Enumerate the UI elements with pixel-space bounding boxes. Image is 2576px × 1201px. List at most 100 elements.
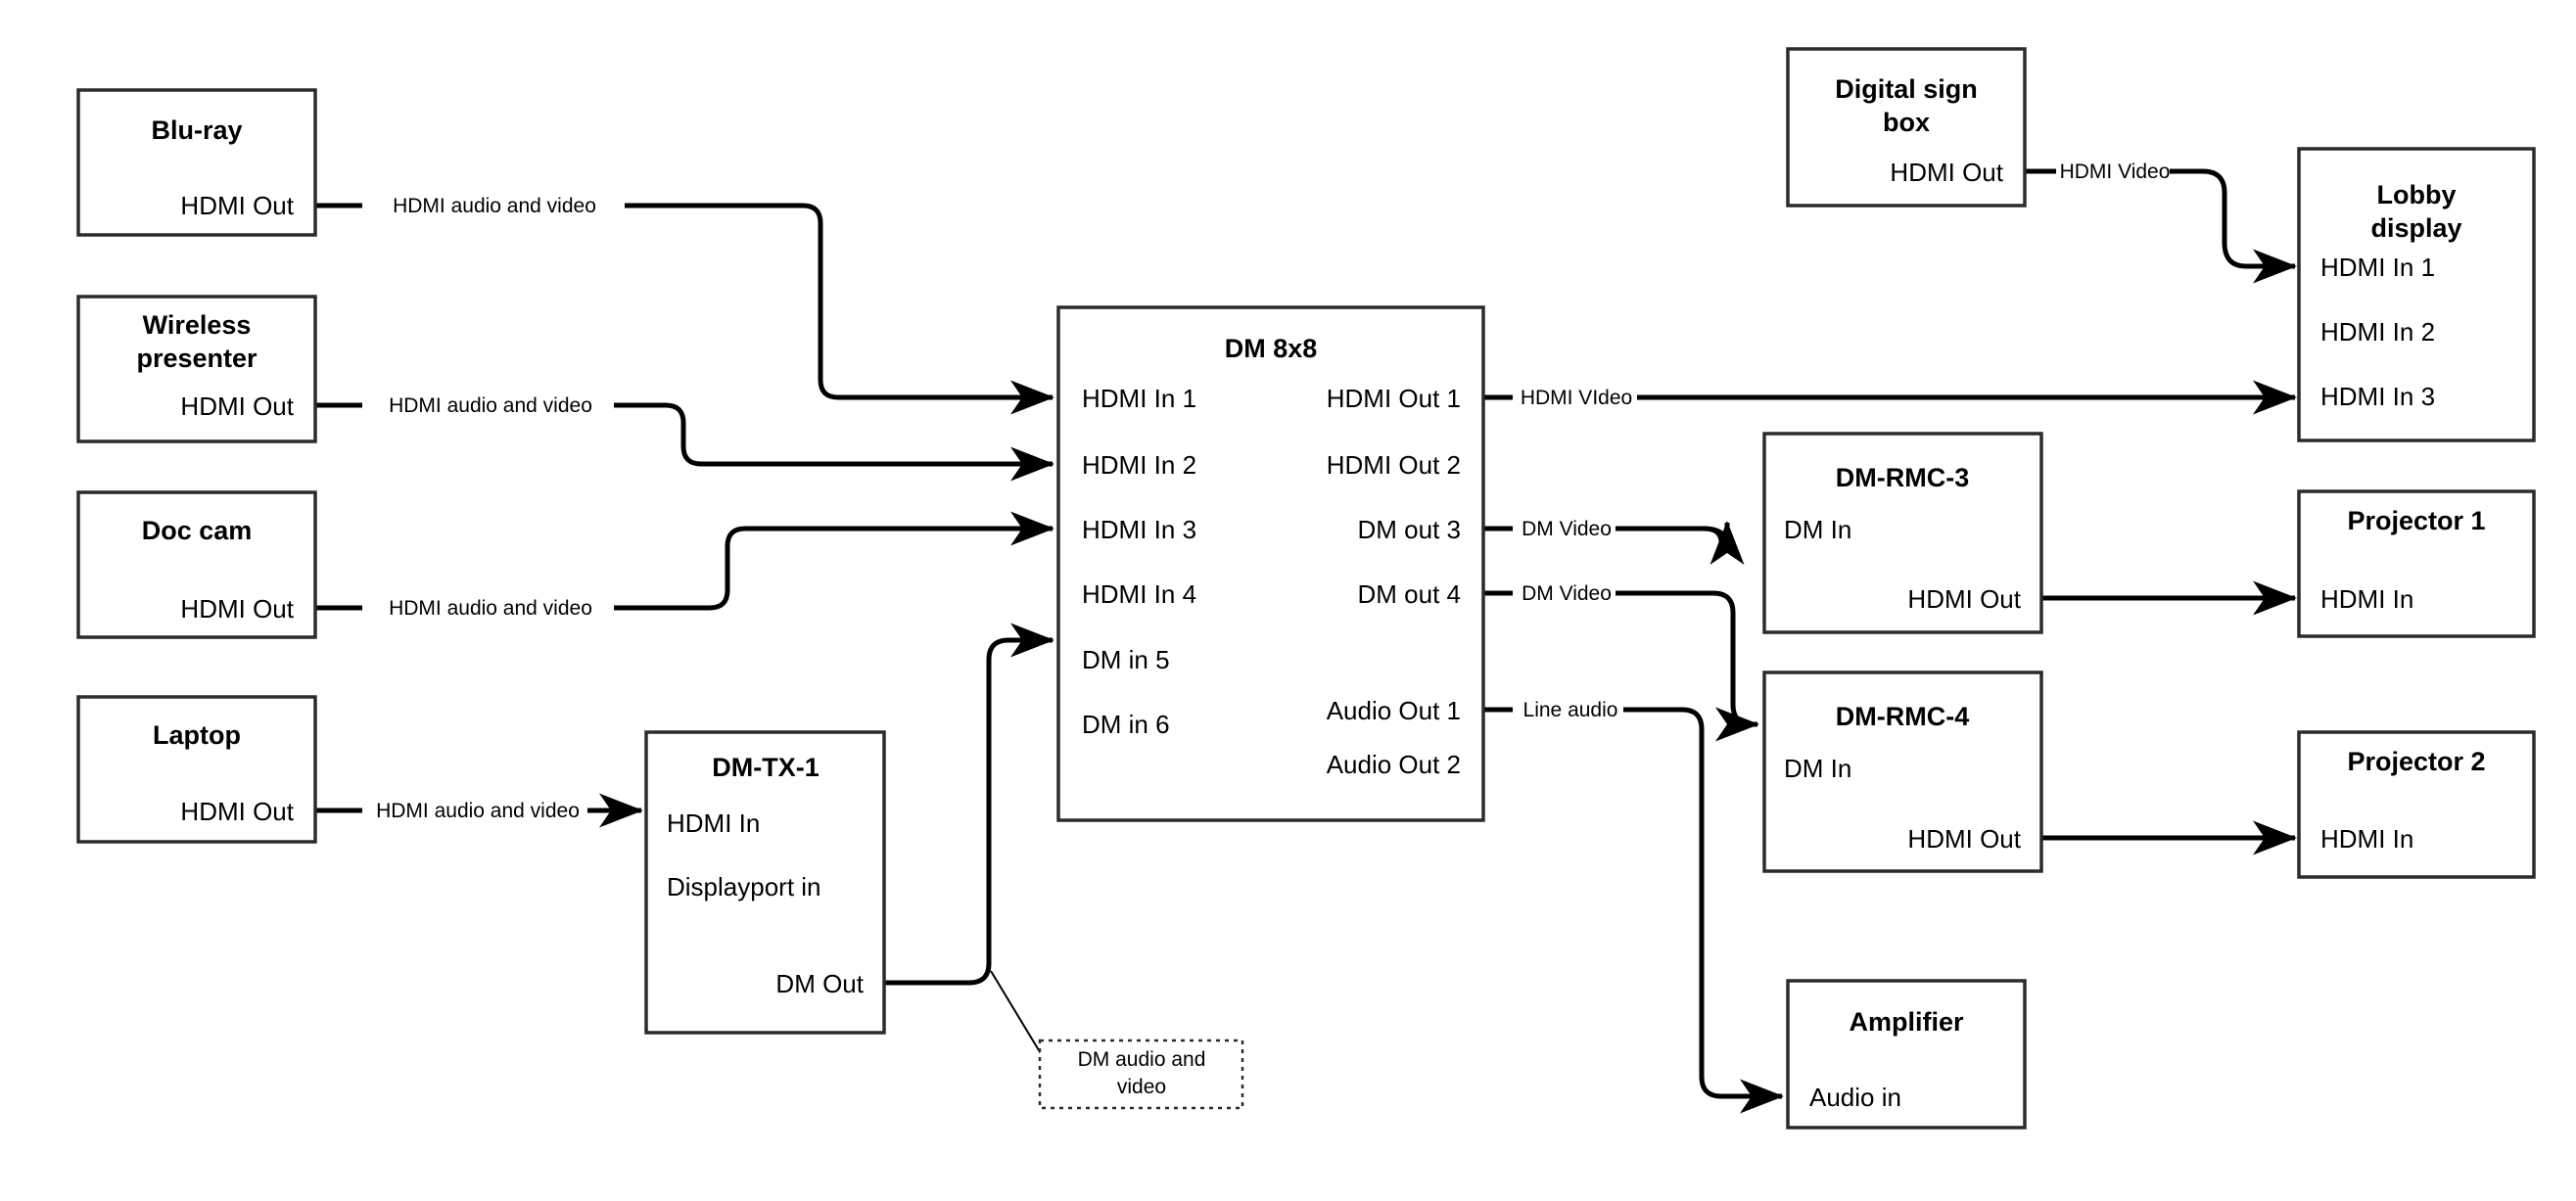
port-dm-rmc-3-hdmi-out: HDMI Out [1907,584,2021,614]
node-digital-sign-box[interactable]: Digital sign box HDMI Out [1786,47,2027,208]
port-dm-8x8-dm-out-4: DM out 4 [1358,579,1462,609]
node-dm-rmc-3[interactable]: DM-RMC-3 DM In HDMI Out [1762,432,2043,634]
node-dm-8x8[interactable]: DM 8x8 HDMI In 1 HDMI In 2 HDMI In 3 HDM… [1056,305,1485,822]
node-digital-sign-box-title-line2: box [1883,108,1930,137]
node-amplifier-box[interactable] [1786,979,2027,1130]
port-dm-8x8-dm-in-6: DM in 6 [1082,710,1170,739]
edge-label-blu-ray: HDMI audio and video [370,189,619,218]
node-projector-2-box[interactable] [2297,730,2536,879]
edge-label-dm-video-4: DM Video [1518,577,1616,606]
port-projector-1-hdmi-in: HDMI In [2320,584,2413,614]
edge-label-hdmi-video-sign: HDMI Video [2060,155,2171,184]
port-laptop-hdmi-out: HDMI Out [180,797,294,826]
node-doc-cam-box[interactable] [76,490,317,639]
node-lobby-display-title-line1: Lobby [2377,180,2457,209]
edge-dm8x8-audioout1-to-amp [1480,707,1784,1114]
node-dm-rmc-4-box[interactable] [1762,670,2043,873]
node-wireless-presenter-title-line1: Wireless [143,310,252,340]
note-dm-audio-and-video-box [1038,1039,1244,1110]
node-blu-ray-title: Blu-ray [151,115,242,145]
port-digital-sign-box-hdmi-out: HDMI Out [1890,158,2003,187]
port-amplifier-audio-in: Audio in [1809,1083,1901,1112]
edge-label-wireless: HDMI audio and video [370,389,611,418]
edge-label-line-audio: Line audio [1518,693,1623,722]
note-dm-audio-and-video: DM audio and video [1038,1039,1244,1110]
node-lobby-display-title-line2: display [2370,213,2461,243]
node-laptop[interactable]: Laptop HDMI Out [76,695,317,844]
port-dm-8x8-hdmi-in-2: HDMI In 2 [1082,450,1196,480]
node-projector-2-title: Projector 2 [2347,747,2485,776]
port-blu-ray-hdmi-out: HDMI Out [180,191,294,220]
edge-label-blu-ray-text: HDMI audio and video [393,195,596,217]
port-dm-8x8-hdmi-in-1: HDMI In 1 [1082,384,1196,413]
edge-label-hdmi-video-out1-text: HDMI VIdeo [1521,387,1632,409]
edge-label-dm-video-4-text: DM Video [1522,582,1612,605]
node-doc-cam-title: Doc cam [142,516,253,545]
edge-blu-ray-to-dm8x8 [315,203,1054,415]
port-dm-8x8-audio-out-1: Audio Out 1 [1327,696,1461,725]
note-dm-audio-and-video-line2: video [1117,1076,1166,1098]
edge-doccam-to-dm8x8 [315,511,1054,611]
node-projector-1[interactable]: Projector 1 HDMI In [2297,489,2536,638]
port-dm-rmc-3-dm-in: DM In [1784,515,1851,544]
node-lobby-display[interactable]: Lobby display HDMI In 1 HDMI In 2 HDMI I… [2297,147,2536,442]
port-lobby-display-hdmi-in-1: HDMI In 1 [2320,253,2435,282]
port-dm-tx-1-dm-out: DM Out [775,969,864,998]
edge-label-line-audio-text: Line audio [1523,699,1618,721]
node-dm-rmc-4-title: DM-RMC-4 [1836,702,1969,731]
edge-label-wireless-text: HDMI audio and video [389,394,592,417]
edge-dm8x8-dmout4-to-rmc4 [1480,590,1759,742]
port-dm-8x8-hdmi-in-4: HDMI In 4 [1082,579,1196,609]
port-dm-tx-1-displayport-in: Displayport in [667,872,821,901]
node-dm-rmc-3-title: DM-RMC-3 [1836,463,1969,492]
edge-dm8x8-dmout3-to-rmc3 [1480,521,1745,566]
node-projector-1-box[interactable] [2297,489,2536,638]
edge-wireless-to-dm8x8 [315,402,1054,482]
node-dm-tx-1-box[interactable] [644,730,886,1035]
node-wireless-presenter-box[interactable] [76,295,317,443]
port-wireless-presenter-hdmi-out: HDMI Out [180,392,294,421]
port-lobby-display-hdmi-in-2: HDMI In 2 [2320,317,2435,346]
node-wireless-presenter-title-line2: presenter [136,344,258,373]
port-projector-2-hdmi-in: HDMI In [2320,824,2413,854]
edge-label-laptop: HDMI audio and video [370,794,585,823]
node-dm-tx-1[interactable]: DM-TX-1 HDMI In Displayport in DM Out [644,730,886,1035]
node-blu-ray[interactable]: Blu-ray HDMI Out [76,88,317,237]
port-dm-rmc-4-hdmi-out: HDMI Out [1907,824,2021,854]
edge-label-doccam: HDMI audio and video [370,591,611,621]
port-doc-cam-hdmi-out: HDMI Out [180,594,294,624]
port-dm-8x8-dm-out-3: DM out 3 [1358,515,1462,544]
node-dm-8x8-box[interactable] [1056,305,1485,822]
port-dm-rmc-4-dm-in: DM In [1784,754,1851,783]
edge-signbox-to-lobby [2025,168,2297,284]
edge-label-hdmi-video-out1: HDMI VIdeo [1518,381,1635,410]
node-laptop-title: Laptop [153,720,241,750]
node-blu-ray-box[interactable] [76,88,317,237]
port-dm-tx-1-hdmi-in: HDMI In [667,808,760,838]
node-amplifier-title: Amplifier [1849,1007,1964,1037]
node-dm-rmc-3-box[interactable] [1762,432,2043,634]
node-doc-cam[interactable]: Doc cam HDMI Out [76,490,317,639]
port-dm-8x8-hdmi-in-3: HDMI In 3 [1082,515,1196,544]
node-digital-sign-box-box[interactable] [1786,47,2027,208]
node-wireless-presenter[interactable]: Wireless presenter HDMI Out [76,295,317,443]
node-lobby-display-box[interactable] [2297,147,2536,442]
note-dm-audio-and-video-line1: DM audio and [1078,1048,1206,1071]
node-projector-2[interactable]: Projector 2 HDMI In [2297,730,2536,879]
edge-label-laptop-text: HDMI audio and video [376,800,580,822]
node-dm-8x8-title: DM 8x8 [1225,334,1318,363]
node-amplifier[interactable]: Amplifier Audio in [1786,979,2027,1130]
port-dm-8x8-hdmi-out-2: HDMI Out 2 [1327,450,1461,480]
edge-label-hdmi-video-sign-text: HDMI Video [2060,161,2171,183]
port-dm-8x8-dm-in-5: DM in 5 [1082,645,1170,674]
edge-label-doccam-text: HDMI audio and video [389,597,592,620]
node-laptop-box[interactable] [76,695,317,844]
port-lobby-display-hdmi-in-3: HDMI In 3 [2320,382,2435,411]
port-dm-8x8-hdmi-out-1: HDMI Out 1 [1327,384,1461,413]
port-dm-8x8-audio-out-2: Audio Out 2 [1327,750,1461,779]
node-dm-tx-1-title: DM-TX-1 [712,753,820,782]
node-dm-rmc-4[interactable]: DM-RMC-4 DM In HDMI Out [1762,670,2043,873]
node-projector-1-title: Projector 1 [2347,506,2485,535]
